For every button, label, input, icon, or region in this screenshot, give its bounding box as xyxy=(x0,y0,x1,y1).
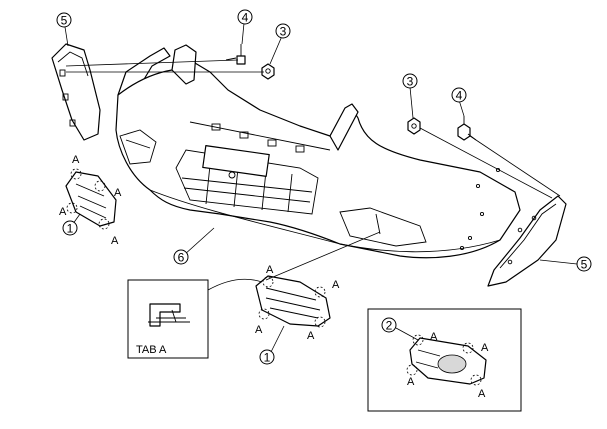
tab-detail-inset xyxy=(127,279,209,359)
tab-marker: A xyxy=(478,388,486,400)
bumper-fascia xyxy=(115,44,521,259)
svg-text:6: 6 xyxy=(178,251,185,265)
tab-marker: A xyxy=(114,187,122,199)
callout-5-right: 5 xyxy=(576,256,592,272)
svg-text:3: 3 xyxy=(280,25,287,39)
callout-2: 2 xyxy=(381,317,397,333)
tab-marker: A xyxy=(332,279,340,291)
side-bracket-left xyxy=(51,43,101,141)
leader-lines xyxy=(64,22,578,355)
assembly-guide-lines xyxy=(65,59,561,199)
tab-a-caption: TAB A xyxy=(136,344,167,356)
side-bracket-right xyxy=(487,195,567,287)
callout-1-center: 1 xyxy=(259,349,275,365)
tab-marker: A xyxy=(307,330,315,342)
tab-marker: A xyxy=(430,331,438,343)
tab-marker: A xyxy=(72,154,80,166)
nut-right xyxy=(407,117,421,135)
svg-text:5: 5 xyxy=(581,258,588,272)
tab-marker: A xyxy=(266,264,274,276)
bolt-left xyxy=(225,44,246,65)
callout-3-right: 3 xyxy=(402,73,418,89)
callout-6: 6 xyxy=(173,249,189,265)
callout-5-left: 5 xyxy=(56,12,72,28)
tab-marker: A xyxy=(255,324,263,336)
tab-marker: A xyxy=(407,376,415,388)
bolt-right xyxy=(457,116,477,141)
tab-marker: A xyxy=(59,206,67,218)
tab-marker: A xyxy=(481,342,489,354)
callout-1-left: 1 xyxy=(62,220,78,236)
tab-markers: A A A A A A A A A A A A xyxy=(59,154,489,400)
svg-text:3: 3 xyxy=(407,75,414,89)
svg-text:4: 4 xyxy=(242,11,249,25)
grille-center xyxy=(255,275,331,328)
tab-marker: A xyxy=(111,235,119,247)
callout-3-left: 3 xyxy=(275,23,291,39)
tab-pointer-line xyxy=(207,278,263,291)
grille-left xyxy=(65,168,117,230)
svg-text:2: 2 xyxy=(386,319,393,333)
svg-text:1: 1 xyxy=(67,222,74,236)
callout-4-left: 4 xyxy=(237,9,253,25)
svg-text:1: 1 xyxy=(264,351,271,365)
callout-4-right: 4 xyxy=(451,87,467,103)
svg-text:4: 4 xyxy=(456,89,463,103)
nut-left xyxy=(261,63,275,80)
svg-text:5: 5 xyxy=(61,14,68,28)
